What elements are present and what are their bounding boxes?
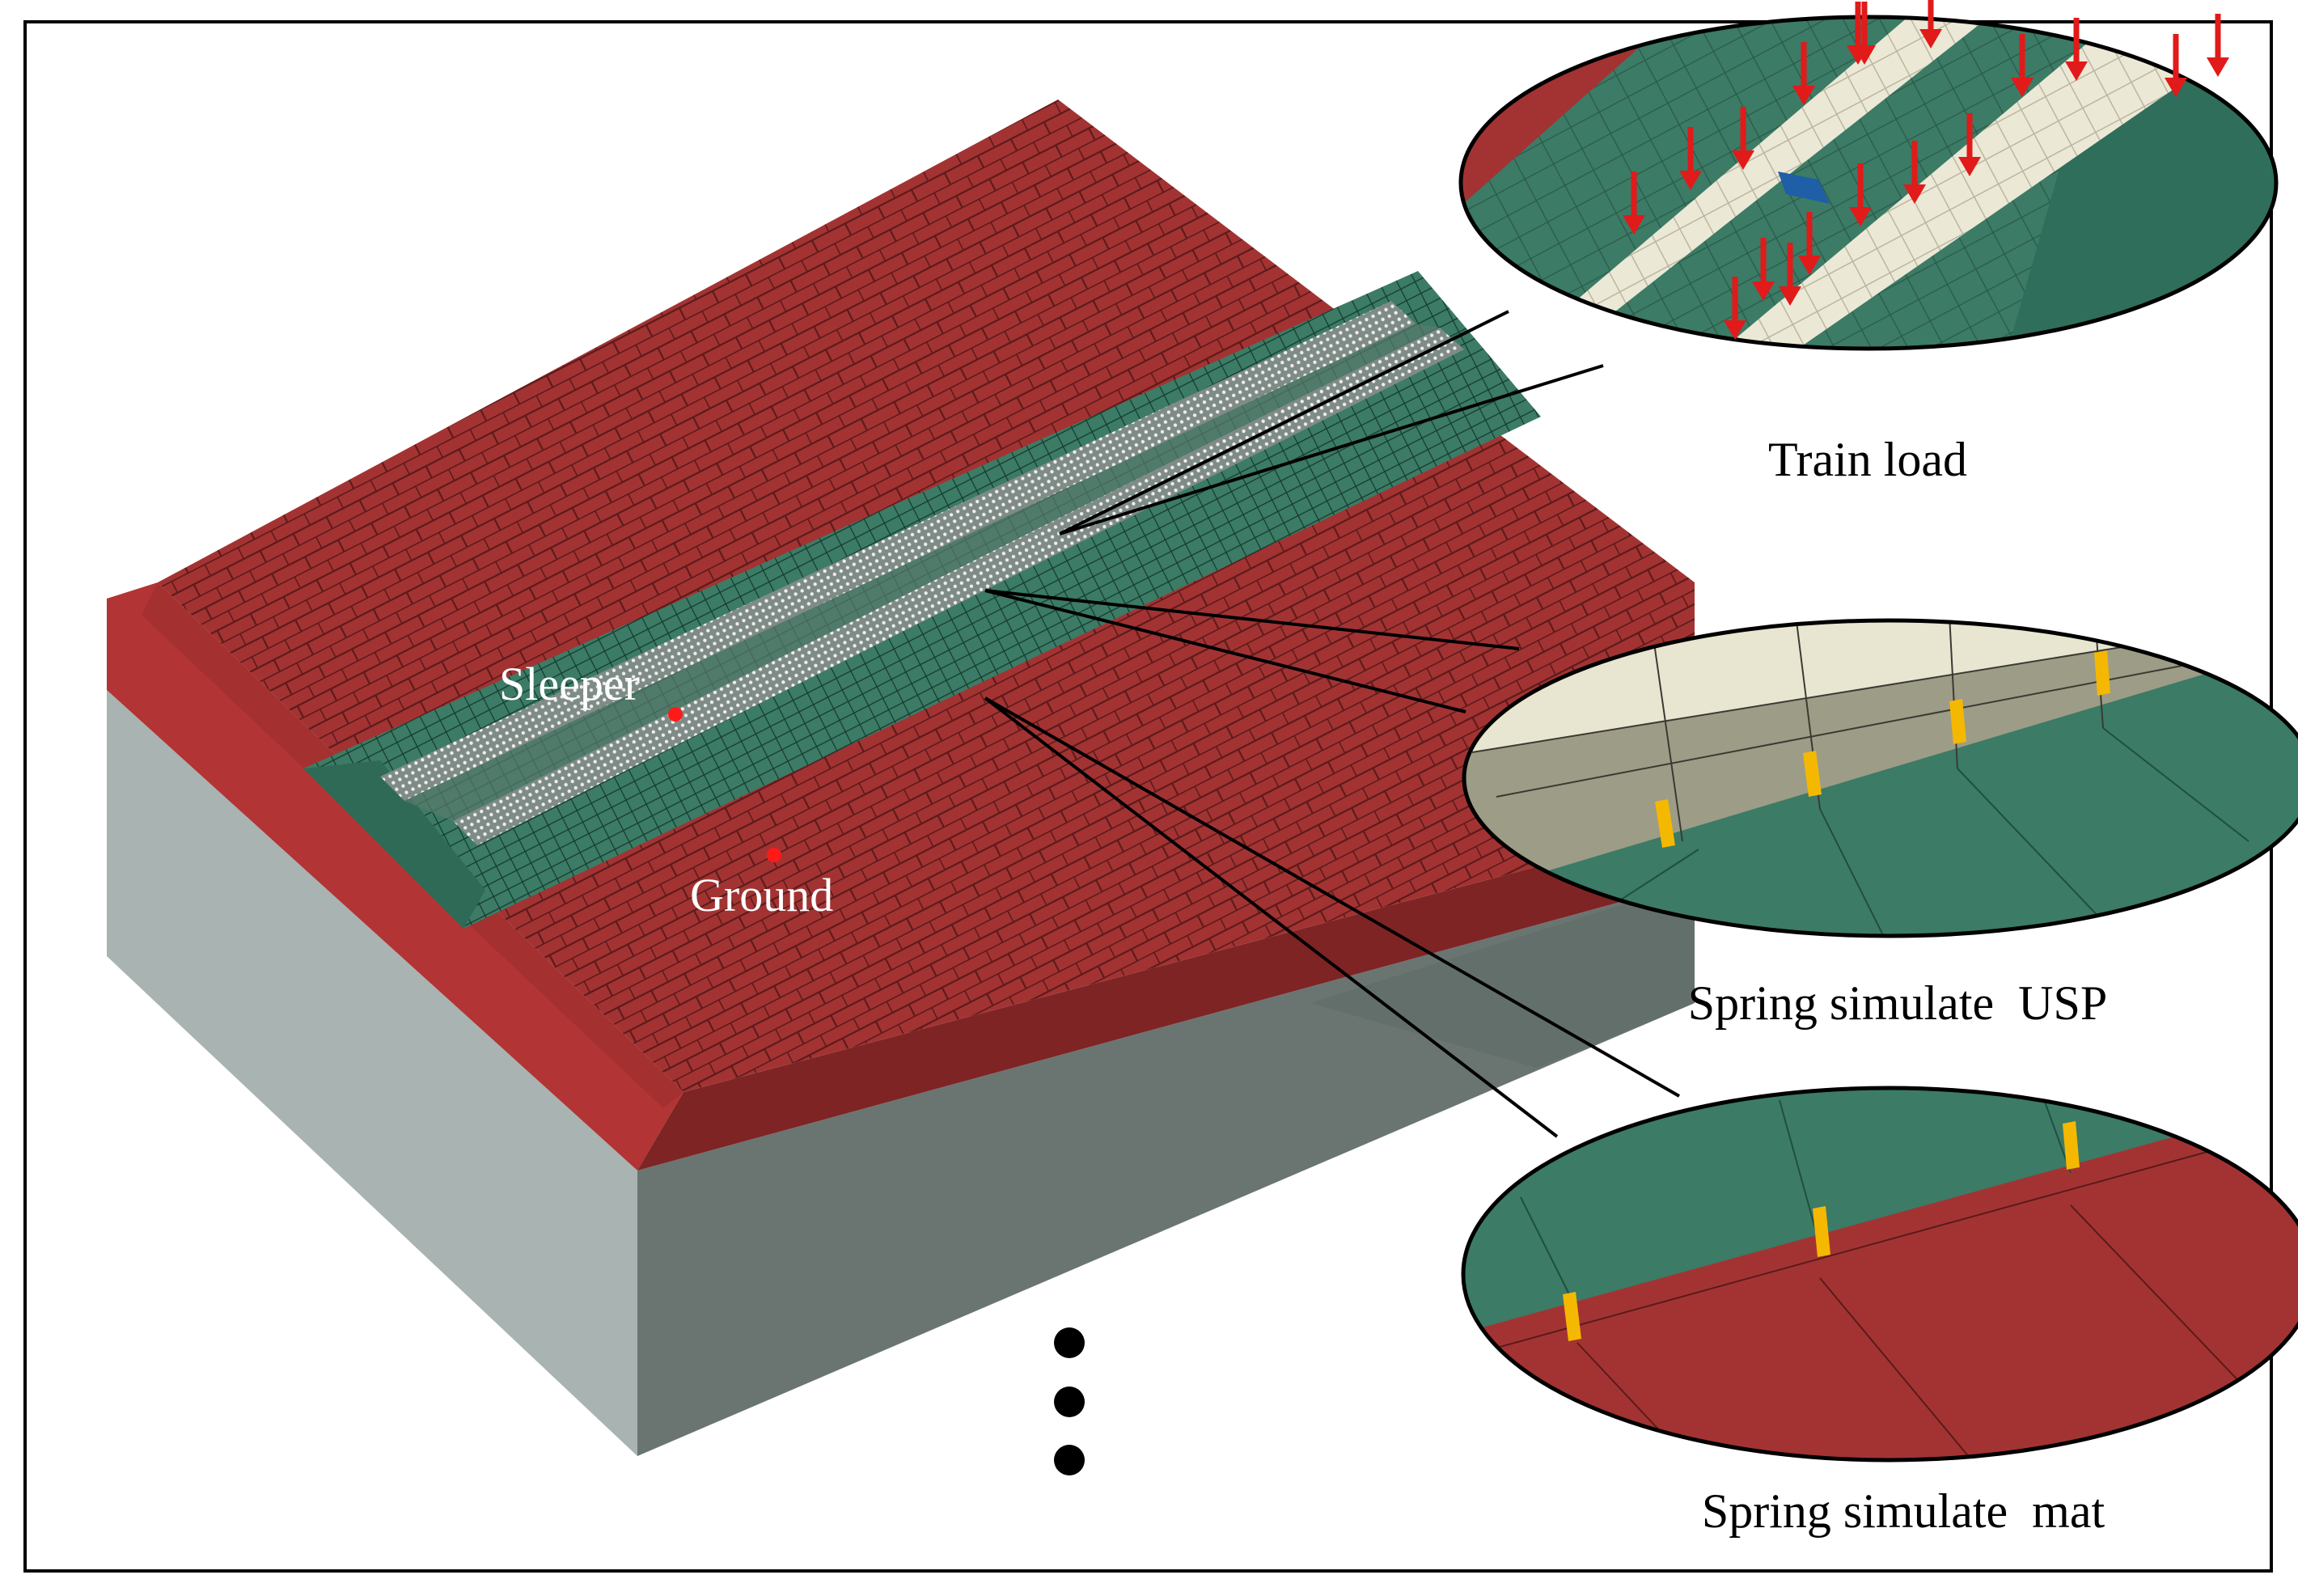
down-arrow-icon (1792, 86, 1815, 105)
ground-label: Ground (690, 869, 834, 921)
down-arrow-icon (1724, 320, 1746, 340)
mat-callout (1461, 1086, 2298, 1463)
down-arrow-icon (1903, 184, 1926, 204)
down-arrow-icon (2165, 78, 2187, 97)
usp-callout (1462, 618, 2298, 938)
load-strip-1 (1521, 17, 1990, 348)
down-arrow-icon (2011, 78, 2033, 97)
down-arrow-icon (1919, 29, 1942, 49)
embankment-left-slope (107, 582, 683, 1171)
callout-leaders (984, 310, 1680, 1138)
down-arrow-icon (1732, 150, 1754, 170)
usp-spring-3 (1949, 699, 1966, 744)
down-arrow-icon (1849, 207, 1872, 226)
usp-spring-2 (1803, 751, 1822, 797)
down-arrow-icon (1679, 171, 1702, 190)
sleeper-label: Sleeper (499, 658, 640, 710)
spring-usp-label: Spring simulate USP (1687, 976, 2108, 1030)
sleeper-point-marker (668, 707, 683, 722)
mat-spring-1 (1563, 1292, 1581, 1341)
embankment-front-slope (637, 825, 1695, 1171)
mat-ellipse (1461, 1086, 2298, 1463)
down-arrow-icon (1779, 286, 1801, 306)
blue-sleeper-2 (1549, 336, 1650, 349)
sleeper-band (404, 324, 1440, 821)
mat-spring-3 (2063, 1121, 2080, 1170)
usp-spring-1 (1655, 799, 1675, 848)
spring-mat-label: Spring simulate mat (1701, 1484, 2105, 1538)
down-arrow-icon (1623, 215, 1645, 235)
load-arrows (1623, 0, 2229, 340)
soil-left-face (107, 690, 637, 1456)
usp-springs (1655, 650, 2110, 848)
rail-track-left (380, 301, 1416, 801)
down-arrow-icon (1752, 282, 1775, 301)
down-arrow-icon (1853, 45, 1876, 65)
vertical-ellipsis-icon (1054, 1327, 1085, 1475)
down-arrow-icon (1958, 157, 1981, 176)
down-arrow-icon (1798, 256, 1821, 275)
usp-spring-4 (2094, 650, 2110, 696)
load-strip-2 (1715, 17, 2232, 349)
usp-ellipse (1462, 618, 2298, 938)
blue-sleeper-1 (1778, 171, 1830, 204)
mat-spring-2 (1813, 1206, 1830, 1257)
ground-point-marker (767, 848, 781, 862)
train-load-ellipse (1458, 15, 2279, 351)
down-arrow-icon (2065, 61, 2088, 81)
train-load-label: Train load (1767, 433, 1968, 486)
train-load-callout (1458, 0, 2279, 351)
ballast-shoulder (303, 760, 485, 929)
mat-soil-layer (1463, 1096, 2298, 1460)
down-arrow-icon (2207, 57, 2229, 77)
mat-springs (1563, 1121, 2080, 1341)
